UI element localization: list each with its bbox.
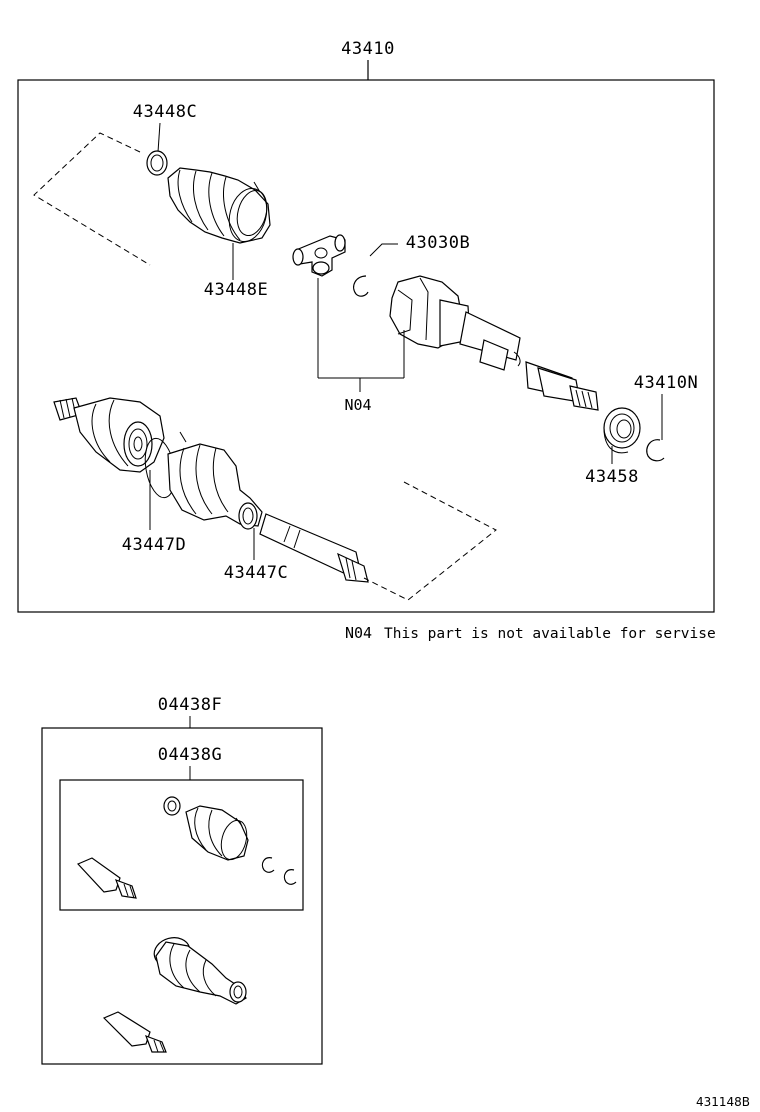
cv-boot-icon[interactable]	[151, 934, 247, 1005]
label-43448C[interactable]: 43448C	[133, 102, 197, 122]
boot-clamp-icon[interactable]	[163, 796, 181, 816]
label-43030B[interactable]: 43030B	[406, 233, 470, 253]
label-43410N[interactable]: 43410N	[634, 373, 698, 393]
tripod-joint-icon[interactable]	[292, 234, 346, 277]
assembly-frame	[17, 79, 715, 613]
snap-ring-icon[interactable]	[283, 869, 297, 885]
label-43447D[interactable]: 43447D	[122, 535, 186, 555]
label-04438F[interactable]: 04438F	[158, 695, 222, 715]
footnote-code: N04	[345, 624, 372, 642]
grease-tube-icon[interactable]	[102, 1011, 167, 1053]
snap-ring-icon[interactable]	[646, 439, 665, 462]
label-43448E[interactable]: 43448E	[204, 280, 268, 300]
assembly-label[interactable]: 43410	[341, 39, 395, 59]
assembly-43410-group: 43410 43448C 43448E	[17, 39, 715, 613]
snap-ring-icon[interactable]	[261, 857, 275, 873]
boot-kit-inner-frame	[59, 779, 304, 911]
outboard-joint-icon[interactable]	[389, 275, 599, 411]
cv-boot-icon[interactable]	[167, 167, 272, 246]
grease-tube-icon[interactable]	[76, 857, 137, 899]
bearing-icon[interactable]	[603, 407, 641, 454]
label-N04[interactable]: N04	[344, 396, 371, 414]
label-04438G[interactable]: 04438G	[158, 745, 222, 765]
label-43447C[interactable]: 43447C	[224, 563, 288, 583]
figure-reference: 431148B	[696, 1095, 750, 1109]
cv-boot-icon[interactable]	[185, 805, 251, 862]
label-43458[interactable]: 43458	[585, 467, 639, 487]
footnote: N04 This part is not available for servi…	[345, 624, 716, 642]
footnote-text: This part is not available for servise	[384, 626, 716, 642]
boot-clamp-icon[interactable]	[146, 150, 168, 176]
snap-ring-icon[interactable]	[353, 275, 369, 297]
boot-kit-group: 04438F 04438G	[41, 695, 323, 1065]
boot-kit-outer-frame	[41, 727, 323, 1065]
drive-shaft-icon[interactable]	[53, 397, 369, 583]
